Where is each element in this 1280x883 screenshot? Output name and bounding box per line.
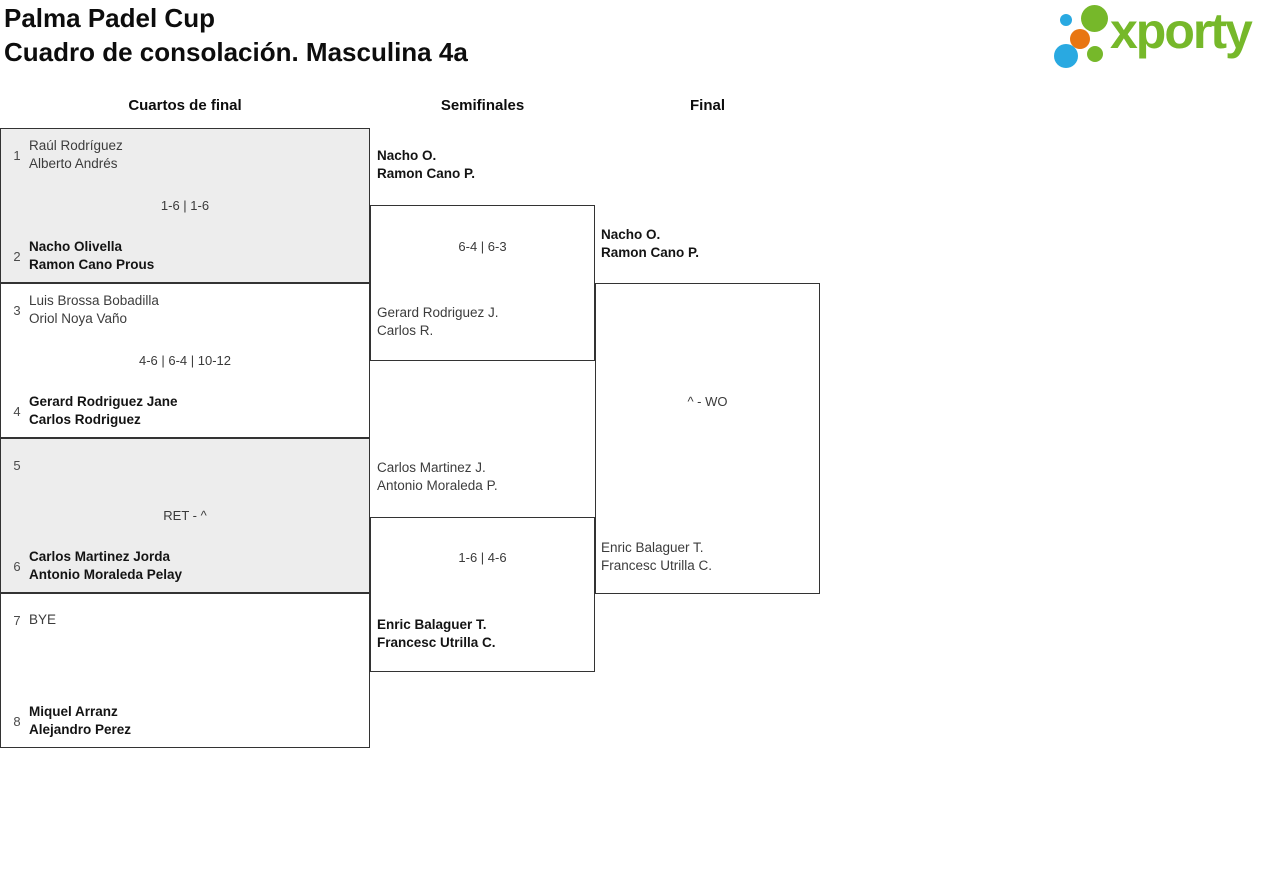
match-box-qf3: 5 RET - ^ 6 Carlos Martinez Jorda Antoni… <box>0 438 370 593</box>
match-score: 6-4 | 6-3 <box>458 239 507 254</box>
round-header-quarterfinals: Cuartos de final <box>128 97 242 114</box>
seed-number: 8 <box>13 713 21 729</box>
team-row: 5 <box>9 447 361 483</box>
team-row: 3 Luis Brossa Bobadilla Oriol Noya Vaño <box>9 292 361 328</box>
seed-number: 5 <box>13 457 21 473</box>
match-score: 1-6 | 4-6 <box>458 550 507 565</box>
header: Palma Padel Cup Cuadro de consolación. M… <box>4 1 468 69</box>
match-box-sf1 <box>370 205 595 361</box>
seed-number: 7 <box>13 612 21 628</box>
team-row: 2 Nacho Olivella Ramon Cano Prous <box>9 238 361 274</box>
team-row: 4 Gerard Rodriguez Jane Carlos Rodriguez <box>9 393 361 429</box>
team-name: Enric Balaguer T. Francesc Utrilla C. <box>601 540 713 573</box>
team-row: 1 Raúl Rodríguez Alberto Andrés <box>9 137 361 173</box>
seed-number: 2 <box>13 248 21 264</box>
team-row: 7 BYE <box>9 602 361 638</box>
team-name: Nacho Olivella Ramon Cano Prous <box>29 239 155 272</box>
match-box-final <box>595 283 820 594</box>
team-name: Gerard Rodriguez J. Carlos R. <box>377 305 499 338</box>
match-box-qf2: 3 Luis Brossa Bobadilla Oriol Noya Vaño … <box>0 283 370 438</box>
team-name: Enric Balaguer T. Francesc Utrilla C. <box>377 617 496 650</box>
page-subtitle: Cuadro de consolación. Masculina 4a <box>4 37 468 67</box>
match-box-qf1: 1 Raúl Rodríguez Alberto Andrés 1-6 | 1-… <box>0 128 370 283</box>
team-name: Raúl Rodríguez Alberto Andrés <box>29 138 123 171</box>
match-score: ^ - WO <box>687 394 728 409</box>
team-row: 6 Carlos Martinez Jorda Antonio Moraleda… <box>9 548 361 584</box>
team-name: BYE <box>29 612 57 627</box>
logo-dot-green-large-icon <box>1081 5 1108 32</box>
seed-number: 6 <box>13 558 21 574</box>
match-score: 1-6 | 1-6 <box>160 198 210 213</box>
xporty-logo[interactable]: xporty <box>1050 0 1278 76</box>
match-box-sf2 <box>370 517 595 672</box>
team-name: Gerard Rodriguez Jane Carlos Rodriguez <box>29 394 178 427</box>
logo-dot-green-small-icon <box>1087 46 1103 62</box>
match-score: RET - ^ <box>163 508 207 523</box>
match-score: 4-6 | 6-4 | 10-12 <box>138 353 232 368</box>
round-header-final: Final <box>689 97 725 114</box>
page-title: Palma Padel Cup <box>4 3 215 33</box>
logo-dot-blue-large-icon <box>1054 44 1078 68</box>
logo-dot-orange-icon <box>1070 29 1090 49</box>
team-name: Miquel Arranz Alejandro Perez <box>29 704 132 737</box>
team-name: Nacho O. Ramon Cano P. <box>601 227 700 260</box>
team-row: 8 Miquel Arranz Alejandro Perez <box>9 703 361 739</box>
seed-number: 4 <box>13 403 21 419</box>
team-name: Carlos Martinez J. Antonio Moraleda P. <box>377 460 498 493</box>
seed-number: 1 <box>13 147 21 163</box>
team-name: Carlos Martinez Jorda Antonio Moraleda P… <box>29 549 183 582</box>
logo-dot-blue-small-icon <box>1060 14 1072 26</box>
team-name: Luis Brossa Bobadilla Oriol Noya Vaño <box>29 293 159 326</box>
team-name: Nacho O. Ramon Cano P. <box>377 148 476 181</box>
round-header-semifinals: Semifinales <box>440 97 525 114</box>
logo-wordmark: xporty <box>1110 3 1253 59</box>
match-box-qf4: 7 BYE 8 Miquel Arranz Alejandro Perez <box>0 593 370 748</box>
seed-number: 3 <box>13 302 21 318</box>
